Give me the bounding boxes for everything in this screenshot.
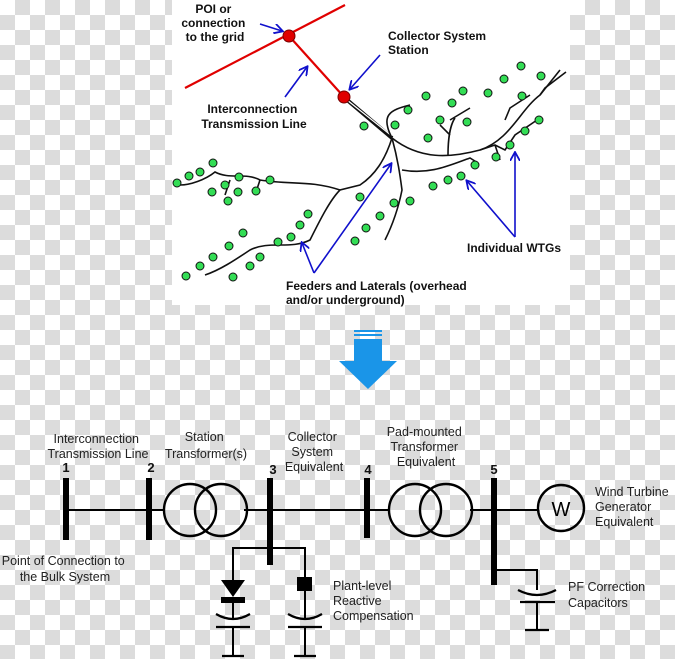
padmount-label: Pad-mounted Transformer Equivalent — [387, 425, 466, 469]
wtg-node — [184, 171, 194, 181]
wtg-node — [245, 261, 255, 271]
collector-station-node — [337, 90, 351, 104]
line-arrow — [284, 67, 307, 98]
pf-correction-label: PF Correction Capacitors — [568, 580, 649, 610]
wtg-node — [195, 167, 205, 177]
wtg-node — [265, 175, 275, 185]
reactive-comp-label: Plant-level Reactive Compensation — [333, 579, 414, 623]
switch-icon — [297, 577, 312, 591]
padmount-transformer-winding-1 — [387, 482, 443, 538]
wtg-node — [534, 115, 544, 125]
wtg-node — [458, 86, 468, 96]
wtg-node — [255, 252, 265, 262]
wtg-node — [470, 160, 480, 170]
bus-5-label: 5 — [490, 462, 497, 477]
wtg-node — [361, 223, 371, 233]
wtg-node — [224, 241, 234, 251]
wtg-node — [303, 209, 313, 219]
generator-w-label: W — [552, 499, 571, 521]
wtg-node — [207, 187, 217, 197]
poi-label: POI or connection to the grid — [181, 2, 248, 44]
wind-generator-symbol — [536, 483, 586, 533]
station-arrow — [350, 54, 381, 89]
thyristor-icon — [221, 580, 245, 597]
wtg-node — [405, 196, 415, 206]
down-arrow-icon — [339, 330, 397, 389]
feeders-label: Feeders and Laterals (overhead and/or un… — [286, 279, 470, 307]
collector-equivalent-label: Collector System Equivalent — [285, 430, 344, 474]
bus-4-label: 4 — [364, 462, 372, 477]
wtg-node — [520, 126, 530, 136]
feeder-cables — [179, 69, 567, 276]
bus-2-label: 2 — [147, 460, 154, 475]
wtg-node — [435, 115, 445, 125]
wtg-arrow-1 — [467, 181, 516, 238]
wtg-node — [403, 105, 413, 115]
poi-bulk-label: Point of Connection to the Bulk System — [2, 554, 128, 584]
wtg-node — [208, 158, 218, 168]
wtg-node — [456, 171, 466, 181]
wtg-node — [491, 152, 501, 162]
wtg-node — [483, 88, 493, 98]
feeders-arrow-2 — [313, 164, 391, 274]
wtg-node — [234, 172, 244, 182]
station-transformer-winding-1 — [162, 482, 218, 538]
wtg-node — [350, 236, 360, 246]
interconnection-label: Interconnection Transmission Line — [48, 432, 149, 461]
padmount-transformer-winding-2 — [418, 482, 474, 538]
wtg-equivalent-label: Wind Turbine Generator Equivalent — [595, 485, 672, 529]
wtgs-label: Individual WTGs — [467, 241, 561, 255]
wtg-node — [443, 175, 453, 185]
station-transformer-winding-2 — [193, 482, 249, 538]
wtg-node — [428, 181, 438, 191]
wtg-nodes — [172, 61, 546, 282]
interconnection-line-label: Interconnection Transmission Line — [201, 102, 307, 131]
wtg-node — [389, 198, 399, 208]
wtg-node — [220, 180, 230, 190]
wtg-node — [355, 192, 365, 202]
wtg-node — [286, 232, 296, 242]
feeders-arrow-1 — [302, 243, 315, 274]
wtg-node — [517, 91, 527, 101]
top-panel — [172, 0, 570, 305]
wtg-node — [228, 272, 238, 282]
wtg-node — [447, 98, 457, 108]
wtg-node — [251, 186, 261, 196]
wtg-node — [516, 61, 526, 71]
poi-node — [282, 29, 296, 43]
bus-1-label: 1 — [62, 460, 69, 475]
wtg-node — [238, 228, 248, 238]
annotation-arrows — [259, 23, 516, 274]
wtg-node — [273, 237, 283, 247]
wtg-node — [181, 271, 191, 281]
wtg-node — [505, 140, 515, 150]
station-transformer-label: Station Transformer(s) — [165, 430, 247, 461]
wtg-node — [295, 220, 305, 230]
poi-arrow — [259, 23, 282, 31]
one-line-diagram — [63, 478, 586, 658]
wtg-node — [536, 71, 546, 81]
wtg-node — [208, 252, 218, 262]
wtg-node — [462, 117, 472, 127]
wtg-node — [390, 120, 400, 130]
collector-station-label: Collector System Station — [388, 29, 489, 57]
wtg-node — [195, 261, 205, 271]
wtg-node — [421, 91, 431, 101]
wtg-node — [359, 121, 369, 131]
bus-3-label: 3 — [269, 462, 276, 477]
wtg-node — [375, 211, 385, 221]
wtg-node — [499, 74, 509, 84]
wtg-node — [223, 196, 233, 206]
grid-line — [184, 4, 346, 98]
wtg-node — [172, 178, 182, 188]
wtg-node — [233, 187, 243, 197]
wtg-node — [423, 133, 433, 143]
